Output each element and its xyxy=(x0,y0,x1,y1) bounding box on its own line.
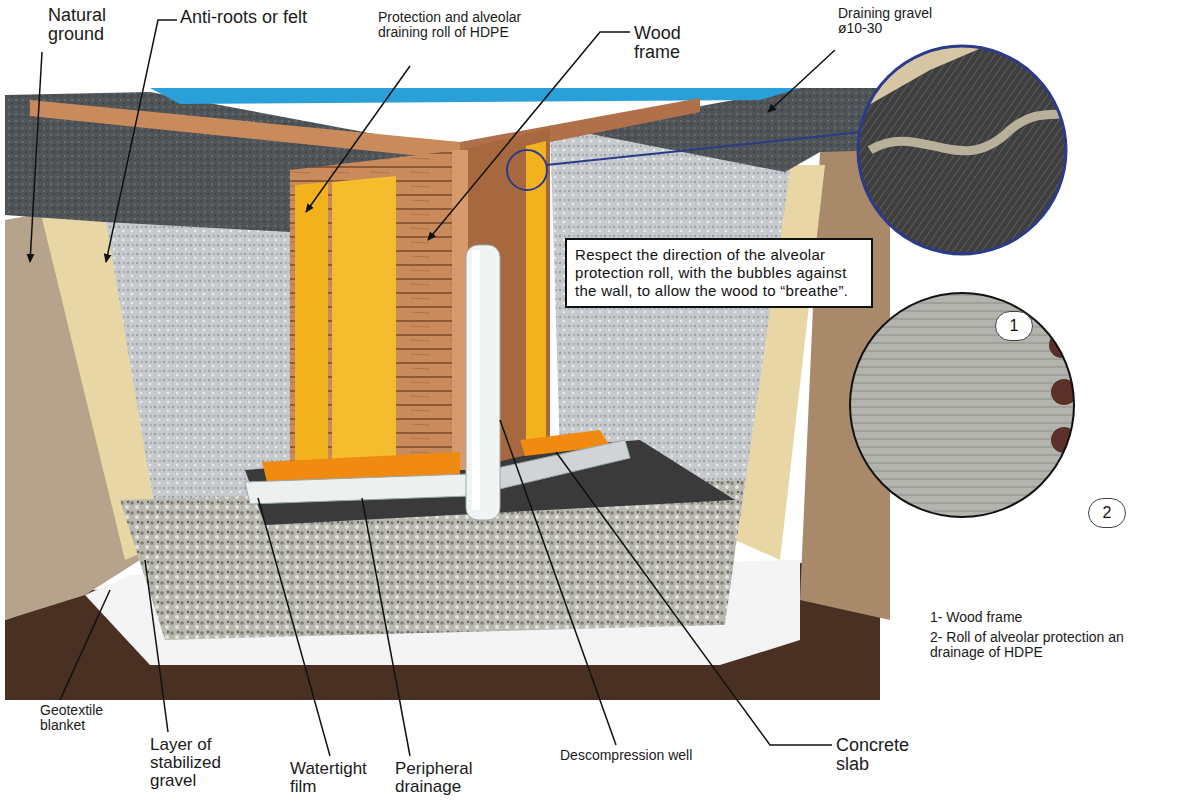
label-text: Geotextile blanket xyxy=(40,703,135,732)
part-label: Concrete slab xyxy=(836,736,926,774)
label-text: Peripheral drainage xyxy=(395,760,500,796)
label-text: Draining gravel ø10-30 xyxy=(838,6,958,35)
part-label: Layer of stabilized gravel xyxy=(150,736,260,790)
part-label: 2- Roll of alveolar protection an draina… xyxy=(930,630,1130,659)
label-text: Anti-roots or felt xyxy=(180,8,380,27)
label-text: Watertight film xyxy=(290,760,385,796)
part-label: Peripheral drainage xyxy=(395,760,500,796)
part-label: Geotextile blanket xyxy=(40,703,135,732)
label-text: Protection and alveolar draining roll of… xyxy=(378,10,538,39)
part-label: Descompression well xyxy=(560,748,720,763)
part-label: Protection and alveolar draining roll of… xyxy=(378,10,538,39)
part-label: Anti-roots or felt xyxy=(180,8,380,27)
callout-text: 1 xyxy=(996,312,1032,340)
part-label: Natural ground xyxy=(48,6,138,44)
part-label: Draining gravel ø10-30 xyxy=(838,6,958,35)
callout-number: 1 xyxy=(995,311,1033,341)
label-text: Descompression well xyxy=(560,748,720,763)
callout-number: 2 xyxy=(1088,498,1126,528)
part-label: 1- Wood frame xyxy=(930,610,1130,625)
label-text: 2- Roll of alveolar protection an draina… xyxy=(930,630,1130,659)
note-text: Respect the direction of the alveolar pr… xyxy=(575,246,863,300)
label-text: Concrete slab xyxy=(836,736,926,774)
part-label: Wood frame xyxy=(634,24,714,62)
label-text: Layer of stabilized gravel xyxy=(150,736,260,790)
label-text: 1- Wood frame xyxy=(930,610,1130,625)
label-text: Wood frame xyxy=(634,24,714,62)
label-text: Natural ground xyxy=(48,6,138,44)
part-label: Watertight film xyxy=(290,760,385,796)
note-box: Respect the direction of the alveolar pr… xyxy=(565,238,873,308)
callout-text: 2 xyxy=(1089,499,1125,527)
